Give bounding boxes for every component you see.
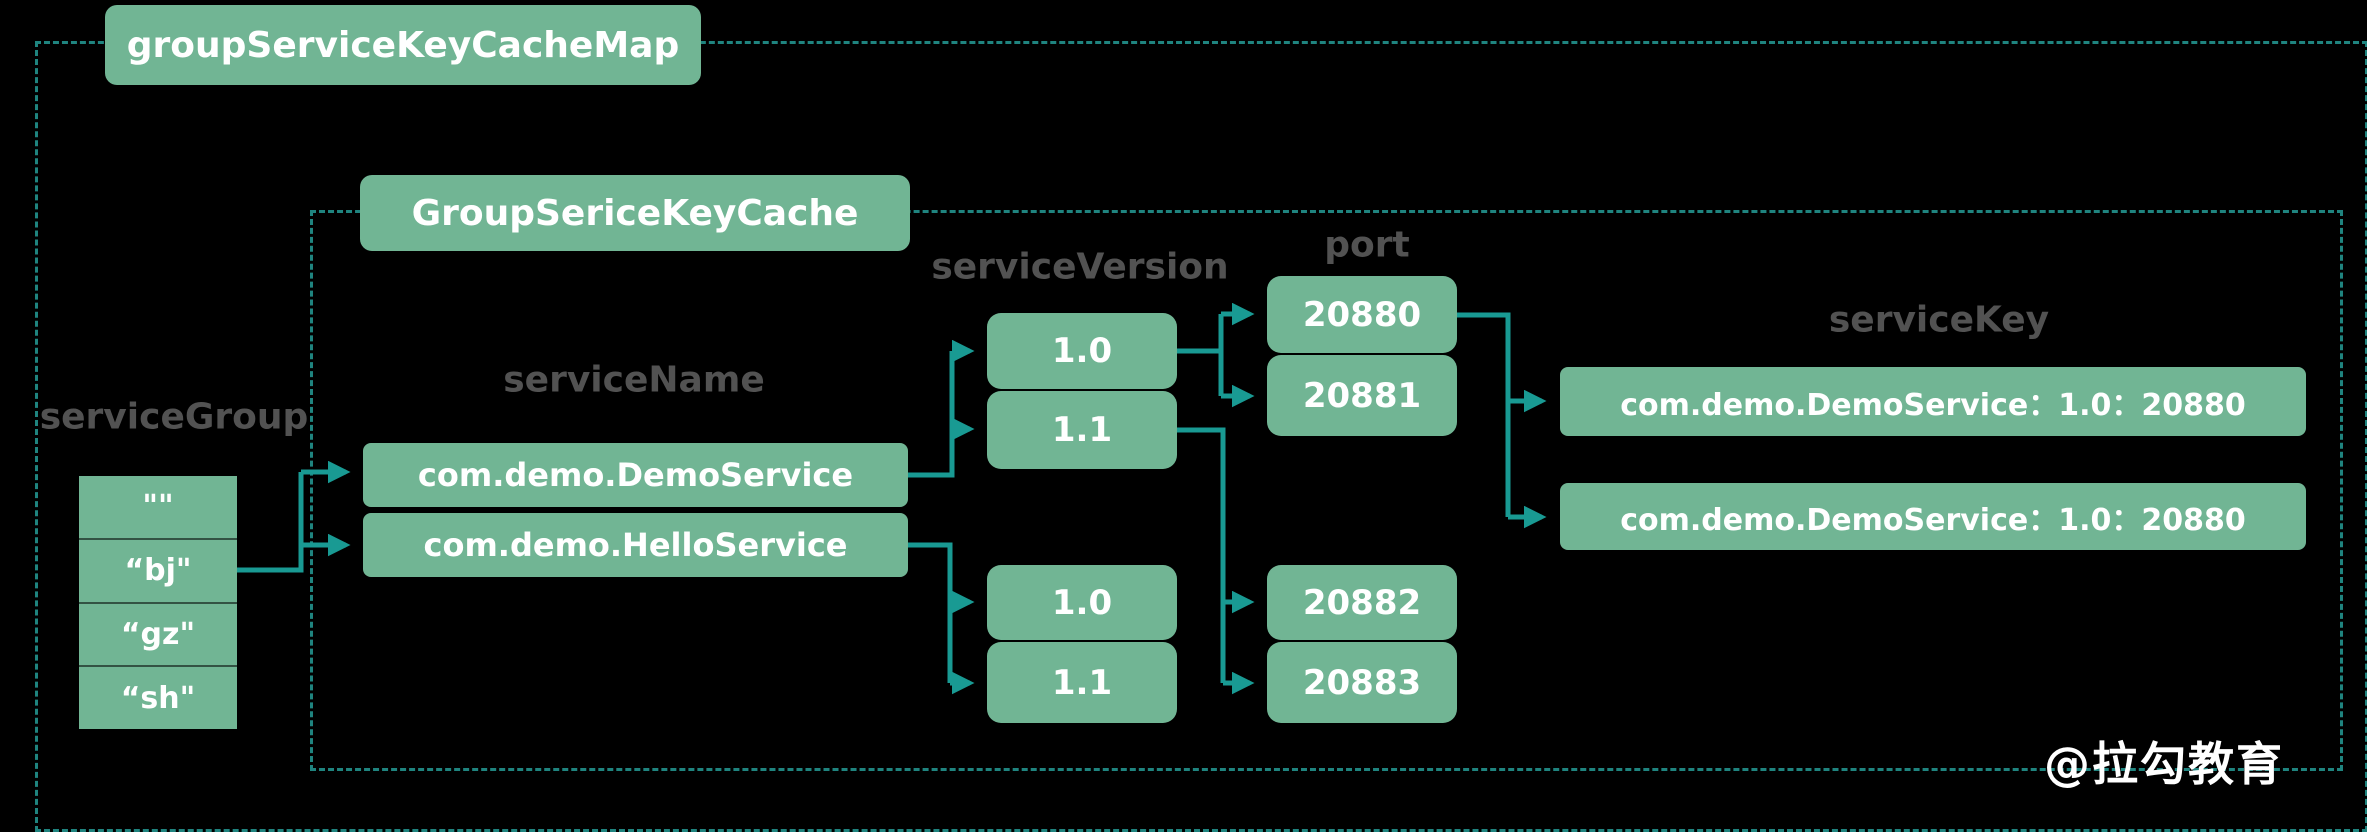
watermark: @拉勾教育 — [2044, 737, 2284, 791]
port-box-20880: 20880 — [1267, 276, 1457, 353]
port-20882-text: 20882 — [1302, 582, 1422, 623]
service-name-label: serviceName — [503, 359, 765, 401]
service-key-box-2: com.demo.DemoService：1.0：20880 — [1560, 483, 2306, 550]
service-key-box-1: com.demo.DemoService：1.0：20880 — [1560, 367, 2306, 436]
service-key-label: serviceKey — [1828, 299, 2050, 341]
port-label: port — [1324, 224, 1410, 266]
version-1-1-a-text: 1.1 — [1051, 410, 1113, 450]
cache-title-text: GroupSericeKeyCache — [411, 192, 859, 234]
service-group-cell-bj: “bj" — [79, 537, 237, 602]
cache-dashed-container — [310, 210, 2343, 771]
map-title-text: groupServiceKeyCacheMap — [126, 24, 680, 66]
port-20880-text: 20880 — [1302, 294, 1422, 335]
port-box-20882: 20882 — [1267, 565, 1457, 640]
service-group-stack: "" “bj" “gz" “sh" — [79, 476, 237, 729]
service-group-cell-empty: "" — [79, 476, 237, 538]
version-1-1-b-text: 1.1 — [1051, 662, 1113, 703]
service-name-hello-text: com.demo.HelloService — [423, 526, 848, 564]
service-key-1-text: com.demo.DemoService：1.0：20880 — [1620, 387, 2246, 423]
version-box-1-0-b: 1.0 — [987, 565, 1177, 640]
version-1-0-b-text: 1.0 — [1051, 582, 1113, 623]
connector-port-feed — [1457, 312, 1511, 517]
version-box-1-1-a: 1.1 — [987, 391, 1177, 469]
connector-v11-feed — [1177, 427, 1226, 683]
port-20881-text: 20881 — [1302, 375, 1422, 416]
version-box-1-1-b: 1.1 — [987, 642, 1177, 723]
connector-demo-feed — [908, 351, 955, 478]
map-title-box: groupServiceKeyCacheMap — [105, 5, 701, 85]
version-1-0-a-text: 1.0 — [1051, 331, 1113, 371]
service-group-label: serviceGroup — [39, 396, 309, 438]
map-dashed-container — [35, 41, 2367, 832]
service-key-2-text: com.demo.DemoService：1.0：20880 — [1620, 502, 2246, 538]
cache-title-box: GroupSericeKeyCache — [360, 175, 910, 251]
service-group-cell-gz: “gz" — [79, 601, 237, 666]
port-box-20883: 20883 — [1267, 642, 1457, 723]
port-20883-text: 20883 — [1302, 662, 1422, 703]
port-box-20881: 20881 — [1267, 355, 1457, 436]
service-name-demo-text: com.demo.DemoService — [417, 456, 854, 494]
version-box-1-0-a: 1.0 — [987, 313, 1177, 389]
service-name-box-hello: com.demo.HelloService — [363, 513, 908, 577]
service-group-cell-sh: “sh" — [79, 665, 237, 729]
connector-bj-feed — [237, 472, 304, 573]
service-name-box-demo: com.demo.DemoService — [363, 443, 908, 507]
service-version-label: serviceVersion — [931, 246, 1229, 288]
connector-hello-feed — [908, 542, 953, 683]
